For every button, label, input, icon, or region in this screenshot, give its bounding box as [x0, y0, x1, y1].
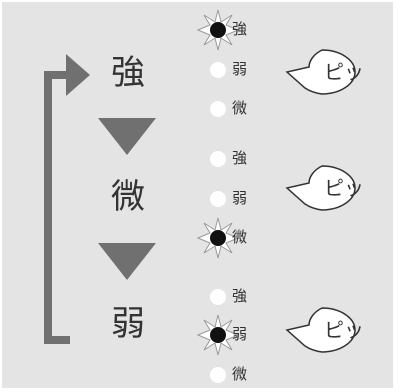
beep-text: ピッ: [324, 60, 364, 84]
beep-text: ピッ: [324, 176, 364, 200]
indicator-label-fine: 微: [232, 99, 248, 117]
indicator-label-strong: 強: [232, 149, 248, 167]
indicator-label-weak: 弱: [232, 325, 248, 343]
indicator-label-weak: 弱: [232, 60, 248, 78]
indicator-label-strong: 強: [232, 287, 248, 305]
indicator-label-strong: 強: [232, 20, 248, 38]
indicator-label-fine: 微: [232, 228, 248, 246]
mode-label-strong: 強: [111, 53, 145, 93]
mode-label-fine: 微: [111, 177, 145, 217]
indicator-label-weak: 弱: [232, 189, 248, 207]
beep-text: ピッ: [324, 318, 364, 342]
indicator-label-fine: 微: [232, 365, 248, 383]
mode-label-weak: 弱: [111, 304, 145, 344]
